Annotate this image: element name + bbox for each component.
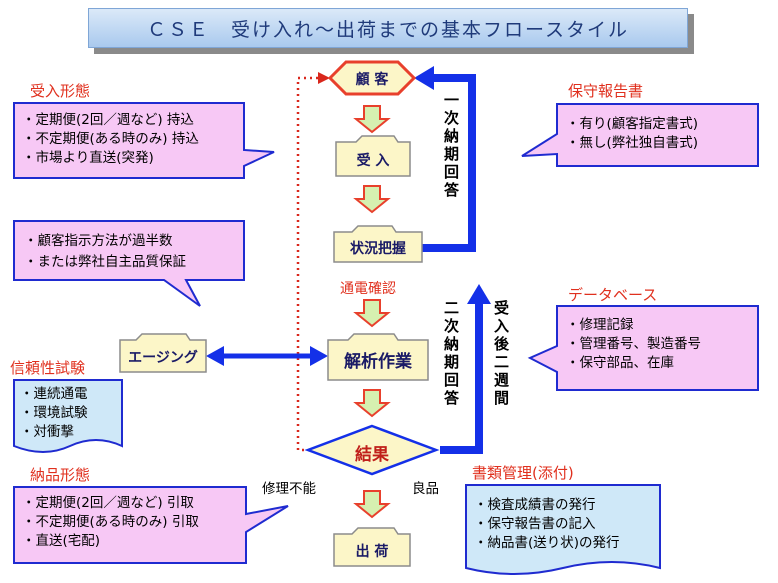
- callout-customer-method: [13, 220, 245, 307]
- doc-document-mgmt: [465, 484, 661, 575]
- doc-reliability-test: [13, 379, 123, 453]
- node-receiving-shape: [335, 135, 411, 177]
- phone-check-label: 通電確認: [340, 281, 396, 297]
- node-analysis-shape: [327, 333, 429, 381]
- node-aging-label: エージング: [128, 350, 198, 366]
- node-customer-label: 顧 客: [355, 72, 389, 88]
- unrepairable-label: 修理不能: [262, 481, 316, 497]
- blue-flow-line-second: [440, 300, 483, 454]
- list-item: ・有り(顧客指定書式): [566, 116, 699, 132]
- node-analysis-label: 解析作業: [344, 352, 412, 372]
- aging-arrow-head-left: [206, 346, 224, 366]
- list-item: ・無し(弊社独自書式): [566, 135, 699, 151]
- document-mgmt-heading: 書類管理(添付): [472, 464, 574, 482]
- list-item: ・定期便(2回／週など) 引取: [22, 495, 194, 511]
- maintenance-report-heading: 保守報告書: [568, 82, 644, 100]
- list-item: ・保守報告書の記入: [474, 516, 596, 532]
- node-result-label: 結果: [355, 445, 389, 465]
- database-list: ・修理記録 ・管理番号、製造番号 ・保守部品、在庫: [566, 316, 701, 373]
- maintenance-report-list: ・有り(顧客指定書式) ・無し(弊社独自書式): [566, 115, 698, 153]
- node-shipping-shape: [333, 527, 411, 567]
- list-item: ・検査成績書の発行: [474, 497, 596, 513]
- list-item: ・直送(宅配): [22, 533, 101, 549]
- document-mgmt-list: ・検査成績書の発行 ・保守報告書の記入 ・納品書(送り状)の発行: [474, 496, 620, 553]
- callout-delivery-form: [13, 486, 289, 564]
- down-arrow-1: [353, 105, 391, 134]
- list-item: ・納品書(送り状)の発行: [474, 535, 620, 551]
- blue-flow-line-first: [422, 74, 476, 252]
- list-item: ・管理番号、製造番号: [566, 336, 701, 352]
- node-shipping-label: 出 荷: [355, 544, 389, 560]
- callout-maintenance-report: [521, 103, 759, 167]
- dotted-return-arrowhead: [318, 72, 330, 84]
- list-item: ・環境試験: [20, 405, 88, 421]
- down-arrow-5: [353, 490, 391, 519]
- callout-database: [527, 305, 759, 391]
- down-arrow-2: [353, 185, 391, 214]
- list-item: ・不定期便(ある時のみ) 持込: [22, 131, 199, 147]
- list-item: ・連続通電: [20, 386, 88, 402]
- reliability-test-heading: 信頼性試験: [10, 359, 86, 377]
- list-item: ・市場より直送(突発): [22, 150, 154, 166]
- blue-flow-head-first: [414, 66, 434, 90]
- down-arrow-4: [353, 389, 391, 418]
- down-arrow-3: [353, 299, 391, 328]
- reliability-test-list: ・連続通電 ・環境試験 ・対衝撃: [20, 385, 88, 442]
- receiving-form-list: ・定期便(2回／週など) 持込 ・不定期便(ある時のみ) 持込 ・市場より直送(…: [22, 111, 199, 168]
- list-item: ・修理記録: [566, 317, 634, 333]
- first-answer-label: 一次納期回答: [442, 92, 460, 200]
- good-label: 良品: [412, 481, 439, 497]
- node-status-label: 状況把握: [350, 241, 406, 257]
- node-customer-shape: [327, 60, 417, 96]
- node-receiving-label: 受 入: [356, 153, 390, 169]
- title-banner: ＣＳＥ 受け入れ～出荷までの基本フロースタイル: [88, 8, 694, 54]
- list-item: ・または弊社自主品質保証: [24, 254, 186, 270]
- second-answer-label: 二次納期回答: [442, 300, 460, 408]
- callout-receiving-form: [13, 102, 275, 179]
- delivery-form-list: ・定期便(2回／週など) 引取 ・不定期便(ある時のみ) 引取 ・直送(宅配): [22, 494, 199, 551]
- list-item: ・不定期便(ある時のみ) 引取: [22, 514, 199, 530]
- list-item: ・対衝撃: [20, 424, 74, 440]
- delivery-form-heading: 納品形態: [30, 466, 91, 484]
- receiving-form-heading: 受入形態: [30, 82, 91, 100]
- database-heading: データベース: [568, 286, 658, 304]
- aging-arrow-head-right: [310, 346, 328, 366]
- customer-method-list: ・顧客指示方法が過半数 ・または弊社自主品質保証: [24, 231, 186, 273]
- two-weeks-label: 受入後二週間: [492, 300, 510, 408]
- dotted-return-line: [296, 76, 352, 452]
- blue-flow-head-second: [467, 284, 491, 304]
- list-item: ・顧客指示方法が過半数: [24, 233, 173, 249]
- list-item: ・定期便(2回／週など) 持込: [22, 112, 194, 128]
- list-item: ・保守部品、在庫: [566, 355, 674, 371]
- node-status-shape: [333, 225, 423, 263]
- node-aging-shape: [119, 333, 207, 373]
- page-title: ＣＳＥ 受け入れ～出荷までの基本フロースタイル: [88, 8, 688, 48]
- node-result-shape: [304, 424, 440, 476]
